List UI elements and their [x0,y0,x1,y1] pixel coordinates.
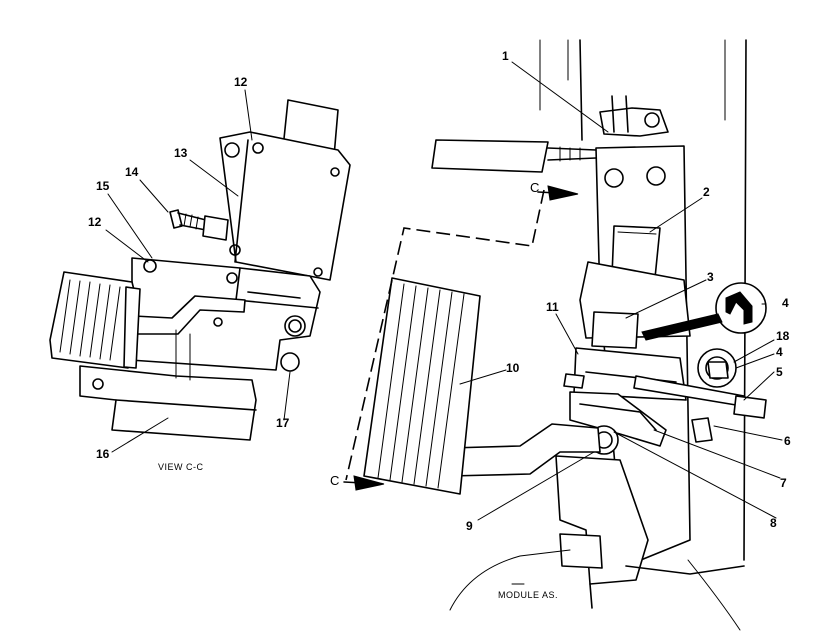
callout-8: 8 [770,516,777,530]
module-assembly-drawing [363,39,767,631]
callout-3: 3 [707,270,714,284]
left-leader-lines [105,89,291,453]
callout-10: 10 [506,361,520,375]
callout-11: 11 [546,300,559,314]
module-caption: MODULE AS. [498,590,558,600]
callout-5: 5 [776,365,783,379]
callout-12-top: 12 [234,75,248,89]
callout-18: 18 [776,329,790,343]
detail-inset-4 [641,282,767,341]
callout-15: 15 [96,179,110,193]
callout-13: 13 [174,146,188,160]
callout-2: 2 [703,185,710,199]
callout-9: 9 [466,519,473,533]
callout-1: 1 [502,49,509,63]
section-line-c-c [343,185,579,491]
view-c-c-drawing [49,99,351,441]
right-leader-lines [459,61,783,521]
callout-17: 17 [276,416,290,430]
callout-12-left: 12 [88,215,102,229]
callout-labels: 12 13 14 15 12 16 17 1 2 3 4 11 18 4 5 1… [88,49,791,533]
callout-6: 6 [784,434,791,448]
section-mark-c-bottom: C [330,473,339,488]
view-caption: VIEW C-C [158,462,204,472]
callout-4: 4 [776,345,783,359]
section-mark-c-top: C [530,180,539,195]
callout-14: 14 [125,165,139,179]
callout-16: 16 [96,447,110,461]
callout-4-inset: 4 [782,296,789,310]
callout-7: 7 [780,476,787,490]
